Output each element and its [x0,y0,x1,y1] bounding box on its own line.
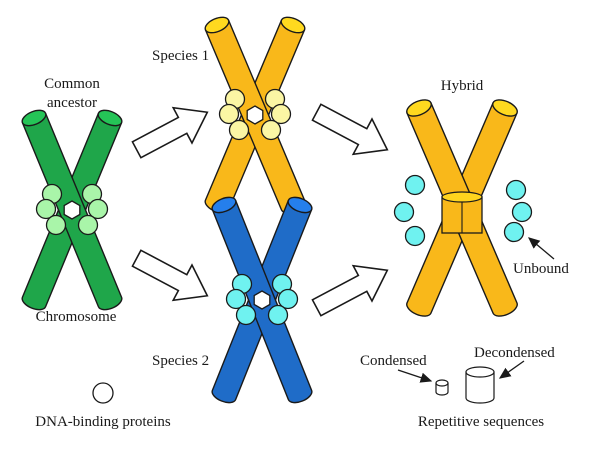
unbound-protein [505,179,527,201]
label-hybrid: Hybrid [441,78,484,94]
unbound-protein [393,201,415,223]
label-species1: Species 1 [152,48,209,64]
condensed-pointer-arrow [397,369,433,383]
label-unbound: Unbound [513,261,569,277]
label-decondensed: Decondensed [474,345,555,361]
ancestor-bound-protein [87,198,109,220]
unbound-protein [503,221,525,243]
unbound-pointer-arrow [528,237,555,260]
species1-bound-protein [228,119,250,141]
ancestor-chromosome [21,109,123,311]
species2-centromere [253,290,271,310]
ancestor-centromere [63,200,81,220]
hybrid-chromosome [406,99,518,317]
ancestor-bound-protein [45,214,67,236]
decondensed-cylinder-icon [465,366,495,404]
species1-bound-protein [270,103,292,125]
condensed-cylinder-icon [435,379,449,396]
unbound-proteins [393,174,533,247]
legend-protein-icon [92,382,114,404]
label-common-ancestor-line1: Common [44,76,100,92]
arrow-ancestor-to-species2 [131,249,209,302]
unbound-protein [511,201,533,223]
arrow-species2-to-hybrid [311,264,389,317]
unbound-protein [404,174,426,196]
species2-bound-protein [225,288,247,310]
arrow-ancestor-to-species1 [131,106,209,159]
species2-chromosome [211,196,313,404]
ancestor-bound-protein [35,198,57,220]
species1-centromere [246,105,264,125]
species2-bound-protein [235,304,257,326]
species1-bound-protein [260,119,282,141]
label-dna-binding-proteins: DNA-binding proteins [35,414,171,430]
arrow-species1-to-hybrid [311,103,389,156]
label-species2: Species 2 [152,353,209,369]
label-condensed: Condensed [360,353,427,369]
species2-bound-protein [277,288,299,310]
unbound-protein [404,225,426,247]
ancestor-bound-protein [77,214,99,236]
species1-chromosome [204,16,306,214]
hybrid-decondensed-centromere [441,191,483,234]
label-common-ancestor-line2: ancestor [47,95,97,111]
label-repetitive-sequences: Repetitive sequences [418,414,544,430]
label-chromosome: Chromosome [36,309,117,325]
species2-bound-protein [267,304,289,326]
decondensed-pointer-arrow [498,360,525,379]
species1-bound-protein [218,103,240,125]
